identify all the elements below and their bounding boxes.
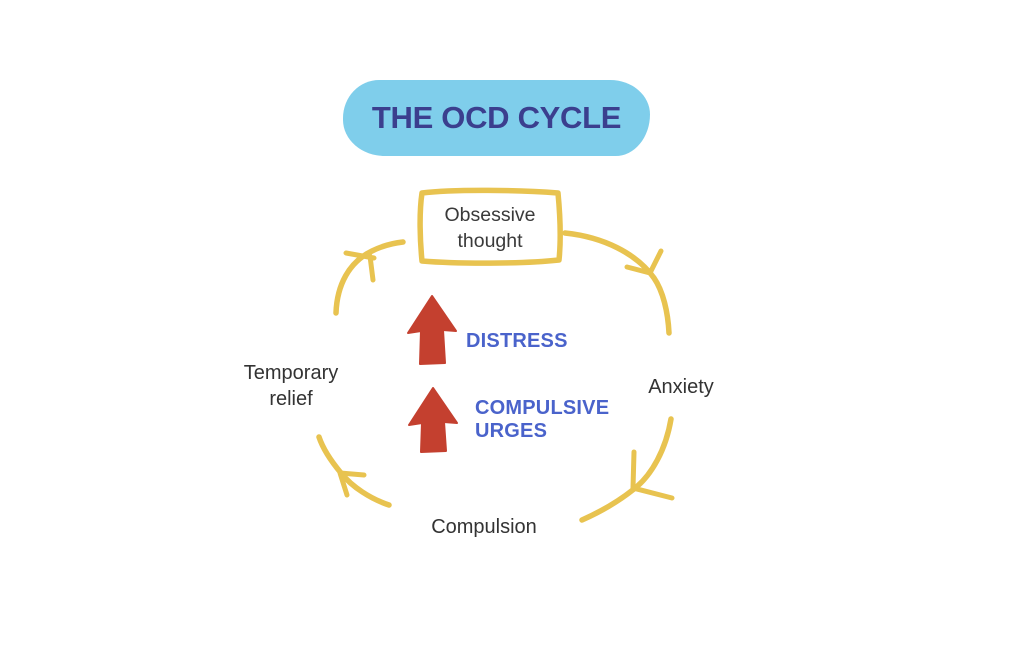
compulsive-urges-up-arrow-icon [408, 387, 458, 453]
obsessive-thought-box [417, 187, 563, 266]
node-compulsion: Compulsion [431, 516, 537, 538]
node-temporary-relief: Temporary relief [243, 362, 339, 410]
title-banner: THE OCD CYCLE [343, 80, 650, 156]
distress-up-arrow-icon [407, 295, 457, 365]
arrowhead-bottom-left-icon [337, 470, 367, 498]
cycle-arc-bottom-left [316, 434, 392, 508]
cycle-arc-top-left [333, 239, 406, 316]
node-anxiety: Anxiety [648, 376, 714, 398]
cycle-arc-top-right [562, 230, 672, 336]
page-title: THE OCD CYCLE [371, 100, 622, 135]
label-compulsive-urges: COMPULSIVE URGES [475, 397, 610, 442]
arrowhead-bottom-right-icon [630, 449, 675, 501]
arrowhead-top-right-icon [624, 248, 664, 276]
arrowhead-top-left-icon [343, 250, 377, 283]
node-obsessive-thought: Obsessive thought [444, 204, 536, 252]
label-distress: DISTRESS [466, 330, 568, 352]
